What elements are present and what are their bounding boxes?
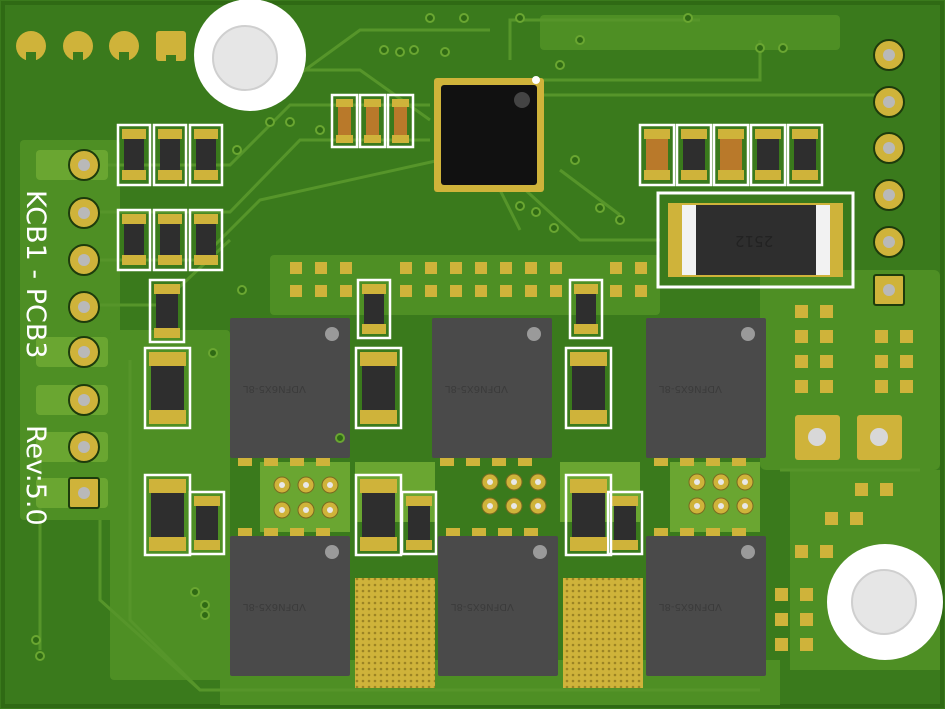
thermal-zone-1 [355,578,435,688]
header-pads-top [16,31,186,61]
mosfets [230,318,766,676]
mosfet-label-2: VDFN6X5-8L [445,383,508,394]
pad-row [290,262,647,297]
diodes [143,346,613,557]
board-name-silkscreen: KCB1 - PCB3 [20,190,51,359]
mcu-qfn [434,76,544,192]
right-connector [873,39,905,306]
thermal-zone-2 [563,578,643,688]
mosfet-label-5: VDFN6X5-8L [451,601,514,612]
mosfet-label-3: VDFN6X5-8L [659,383,722,394]
passive-array-left [116,93,824,556]
board-revision-silkscreen: Rev:5.0 [20,425,51,526]
mosfet-label-1: VDFN6X5-8L [243,383,306,394]
right-pad-grid [775,305,913,651]
shunt-resistor [656,191,855,289]
mosfet-label-4: VDFN6X5-8L [243,601,306,612]
mosfet-label-6: VDFN6X5-8L [659,601,722,612]
passive-bodies [122,99,818,550]
left-connector [36,149,108,509]
resistor-package-label: 2512 [735,232,774,250]
power-terminals [795,415,902,460]
via-clusters [273,473,754,519]
scattered-vias [31,13,788,661]
